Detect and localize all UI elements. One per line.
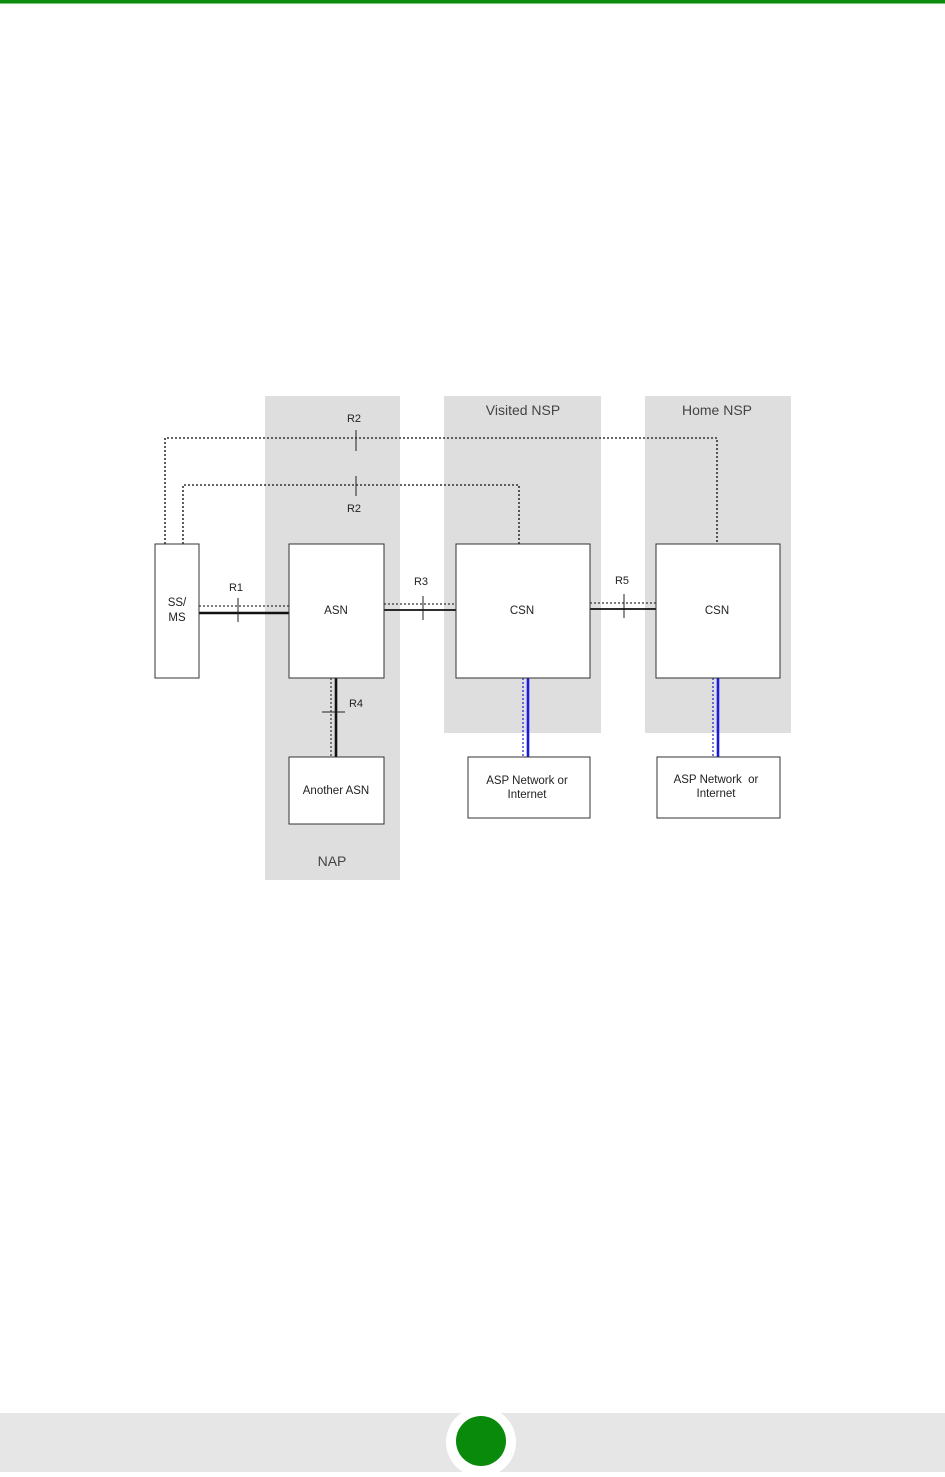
- r3-label: R3: [414, 576, 428, 588]
- node-asp-visited-label-line2: Internet: [508, 789, 548, 801]
- region-label-nap: NAP: [318, 853, 347, 869]
- node-another-asn-label: Another ASN: [303, 785, 369, 797]
- node-asn-label: ASN: [324, 605, 348, 617]
- node-asp-visited-label-line1: ASP Network or: [486, 775, 568, 787]
- node-asp-home-label-line1: ASP Network or: [674, 774, 759, 786]
- node-ss-ms: [155, 544, 199, 678]
- node-ss-ms-label-line2: MS: [168, 612, 186, 624]
- region-label-visited-nsp: Visited NSP: [486, 402, 560, 418]
- node-csn-home-label: CSN: [705, 605, 729, 617]
- r1-label: R1: [229, 582, 243, 594]
- region-label-home-nsp: Home NSP: [682, 402, 752, 418]
- r5-label: R5: [615, 575, 629, 587]
- node-ss-ms-label-line1: SS/: [168, 597, 187, 609]
- node-asp-visited: [468, 757, 590, 818]
- r4-label: R4: [349, 698, 363, 710]
- r2-bottom-label: R2: [347, 503, 361, 515]
- r2-top-label: R2: [347, 413, 361, 425]
- r2-path-to-home-csn: [165, 438, 717, 544]
- footer-page-badge: [456, 1416, 506, 1466]
- node-asp-home-label-line2: Internet: [697, 788, 737, 800]
- node-csn-visited-label: CSN: [510, 605, 534, 617]
